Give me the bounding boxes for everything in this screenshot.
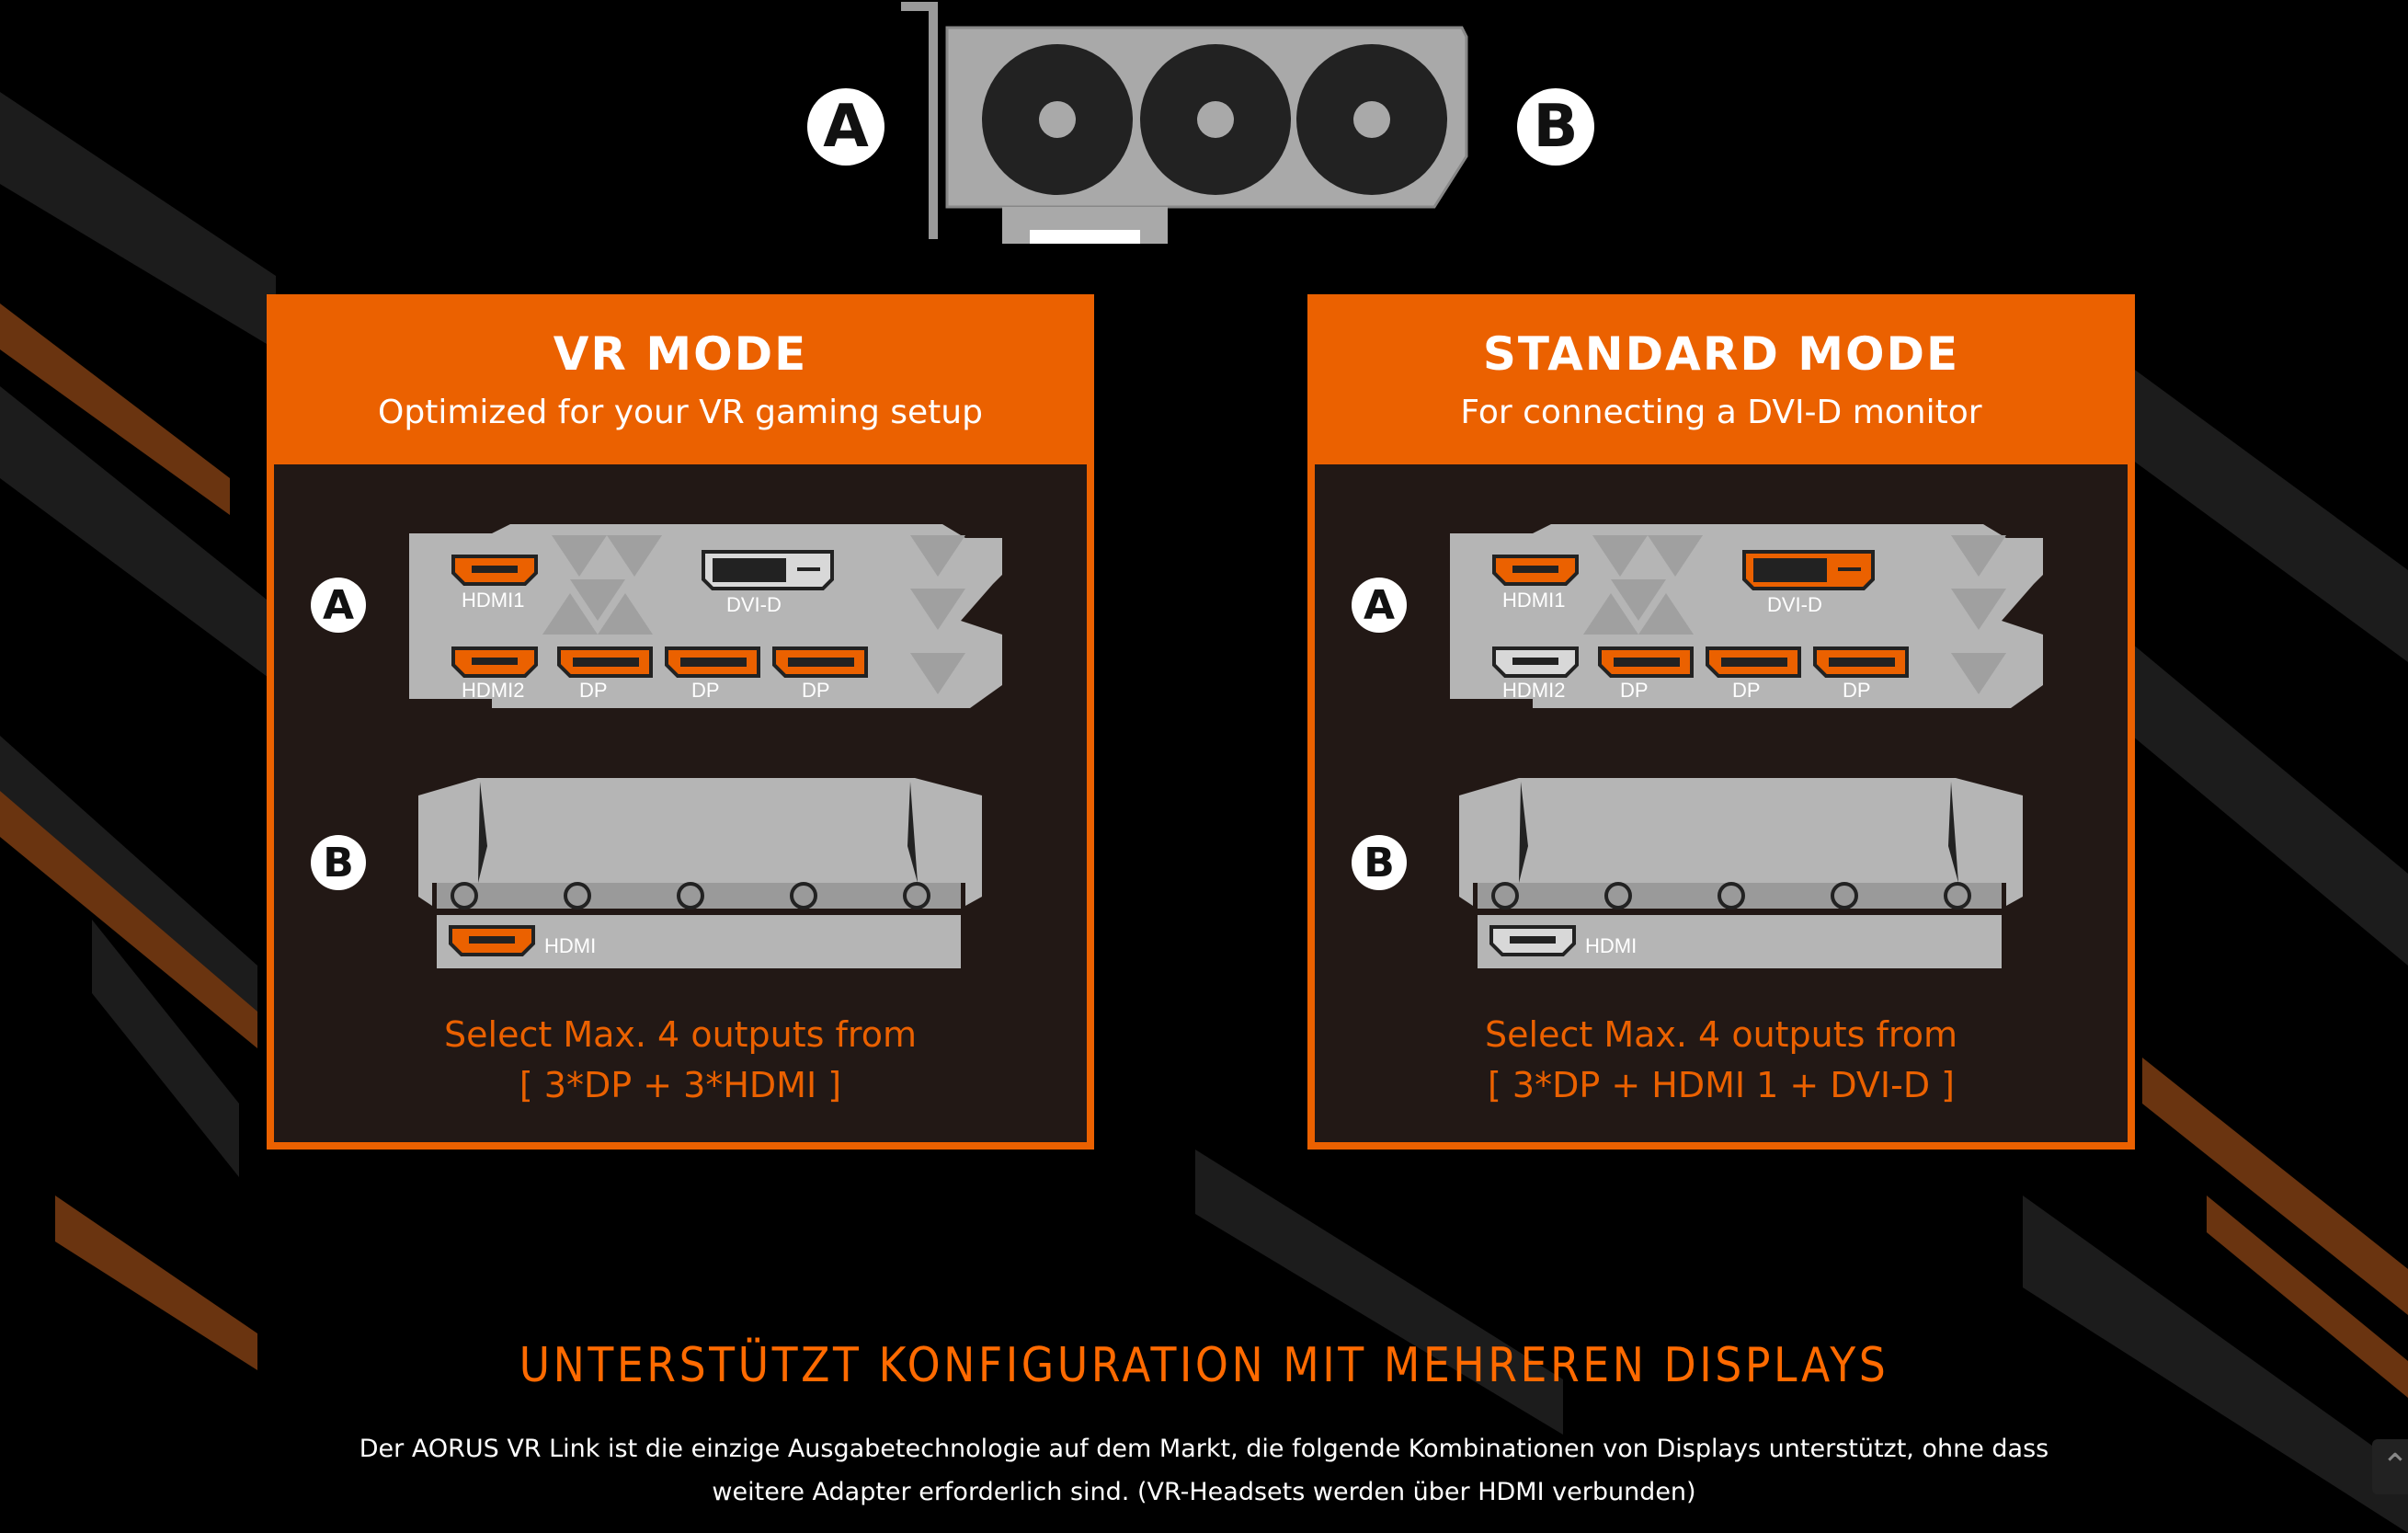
select-info-line2: [ 3*DP + HDMI 1 + DVI-D ]: [1487, 1065, 1955, 1105]
dvi-label: DVI-D: [726, 593, 782, 616]
bracket-b-illustration: HDMI: [1459, 778, 2023, 968]
chevron-up-icon: ⌃: [2380, 1447, 2408, 1485]
hdmi1-label: HDMI1: [1502, 589, 1565, 612]
card-header: VR MODE Optimized for your VR gaming setu…: [267, 294, 1094, 464]
graphics-card-illustration: [883, 0, 1489, 248]
dvi-port: [1742, 550, 1875, 590]
dp-port-3: [1813, 646, 1909, 678]
vr-mode-card: VR MODE Optimized for your VR gaming setu…: [267, 294, 1094, 1150]
hdmi-b-port: [449, 925, 535, 956]
select-info-line1: Select Max. 4 outputs from: [1485, 1014, 1957, 1055]
dp-label-1: DP: [579, 679, 608, 702]
hdmi-b-port: [1489, 925, 1576, 956]
dp-label-2: DP: [691, 679, 720, 702]
mode-subtitle: Optimized for your VR gaming setup: [378, 394, 983, 431]
section-description-line2: weitere Adapter erforderlich sind. (VR-H…: [712, 1478, 1696, 1506]
gpu-label-b: B: [1517, 88, 1594, 166]
dp-label-3: DP: [1843, 679, 1871, 702]
dp-label-3: DP: [802, 679, 830, 702]
hdmi-b-label: HDMI: [544, 934, 596, 957]
dvi-port: [702, 550, 834, 590]
section-description-line1: Der AORUS VR Link ist die einzige Ausgab…: [359, 1435, 2049, 1463]
hdmi-b-label: HDMI: [1585, 934, 1637, 957]
card-header: STANDARD MODE For connecting a DVI-D moni…: [1307, 294, 2135, 464]
dp-port-2: [1706, 646, 1801, 678]
dp-label-2: DP: [1732, 679, 1761, 702]
bracket-a-badge: A: [1352, 578, 1407, 633]
mode-subtitle: For connecting a DVI-D monitor: [1460, 394, 1982, 431]
bracket-a-illustration: HDMI1 DVI-D HDMI2 DP DP DP: [409, 524, 1002, 708]
dp-port-1: [1598, 646, 1694, 678]
hdmi2-label: HDMI2: [462, 679, 524, 702]
dp-label-1: DP: [1620, 679, 1649, 702]
hdmi2-port: [1492, 646, 1579, 678]
hdmi1-port: [451, 555, 538, 586]
bracket-a-badge: A: [311, 578, 366, 633]
bracket-b-badge: B: [311, 835, 366, 890]
standard-mode-card: STANDARD MODE For connecting a DVI-D moni…: [1307, 294, 2135, 1150]
bracket-b-illustration: HDMI: [418, 778, 982, 968]
dvi-label: DVI-D: [1767, 593, 1822, 616]
mode-title: STANDARD MODE: [1482, 327, 1960, 381]
section-heading: UNTERSTÜTZT KONFIGURATION MIT MEHREREN D…: [519, 1338, 1889, 1393]
hdmi1-port: [1492, 555, 1579, 586]
hdmi2-label: HDMI2: [1502, 679, 1565, 702]
gpu-label-a: A: [807, 88, 884, 166]
dp-port-1: [557, 646, 653, 678]
bracket-b-badge: B: [1352, 835, 1407, 890]
dp-port-2: [665, 646, 760, 678]
scroll-to-top-button[interactable]: ⌃: [2372, 1439, 2408, 1494]
select-info-line2: [ 3*DP + 3*HDMI ]: [519, 1065, 842, 1105]
select-info-line1: Select Max. 4 outputs from: [444, 1014, 917, 1055]
hdmi2-port: [451, 646, 538, 678]
hdmi1-label: HDMI1: [462, 589, 524, 612]
bracket-a-illustration: HDMI1 DVI-D HDMI2 DP DP DP: [1450, 524, 2043, 708]
dp-port-3: [772, 646, 868, 678]
mode-title: VR MODE: [553, 327, 808, 381]
